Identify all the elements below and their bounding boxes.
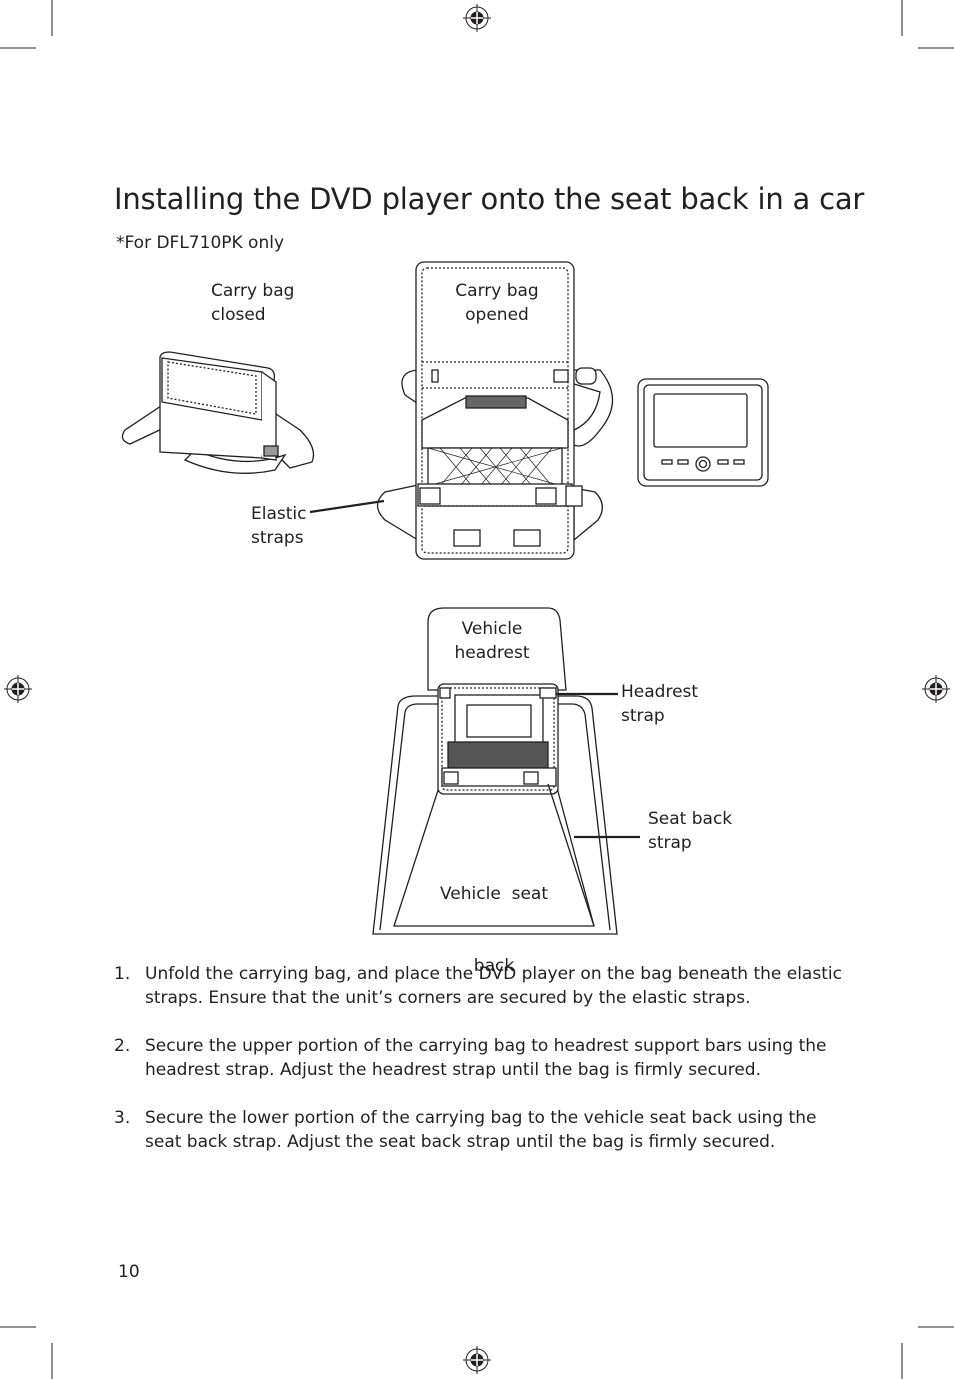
seat-back-illustration: [372, 607, 618, 935]
registration-mark-top: [463, 4, 491, 32]
label-vehicle-headrest: Vehicle headrest: [454, 619, 530, 663]
label-carry-bag-opened: Carry bag opened: [455, 281, 539, 325]
step-text: Secure the upper portion of the carrying…: [145, 1036, 827, 1080]
registration-mark-left: [4, 675, 32, 703]
page-number: 10: [118, 1262, 140, 1282]
carry-bag-closed-illustration: [121, 351, 315, 474]
dvd-player-illustration: [637, 378, 769, 487]
instruction-list: 1. Unfold the carrying bag, and place th…: [114, 962, 844, 1178]
page-title: Installing the DVD player onto the seat …: [114, 182, 865, 216]
registration-mark-right: [922, 675, 950, 703]
registration-marks: [4, 4, 950, 1374]
registration-mark-bottom: [463, 1346, 491, 1374]
label-seat-back-strap: Seat back strap: [648, 809, 733, 853]
label-elastic-straps: Elastic straps: [251, 504, 307, 548]
instruction-step: 2. Secure the upper portion of the carry…: [114, 1034, 844, 1082]
step-text: Secure the lower portion of the carrying…: [145, 1108, 817, 1152]
carry-bag-opened-illustration: [376, 261, 613, 560]
model-note: *For DFL710PK only: [116, 233, 285, 253]
step-number: 1.: [114, 964, 131, 984]
step-number: 2.: [114, 1036, 131, 1056]
label-vehicle-seat-back: Vehicle seat back: [439, 884, 548, 976]
label-carry-bag-closed: Carry bag closed: [211, 281, 295, 325]
instruction-step: 1. Unfold the carrying bag, and place th…: [114, 962, 844, 1010]
label-headrest-strap: Headrest strap: [621, 682, 699, 726]
instruction-step: 3. Secure the lower portion of the carry…: [114, 1106, 844, 1154]
elastic-straps-leader: [309, 499, 385, 514]
step-text: Unfold the carrying bag, and place the D…: [145, 964, 842, 1008]
step-number: 3.: [114, 1108, 131, 1128]
